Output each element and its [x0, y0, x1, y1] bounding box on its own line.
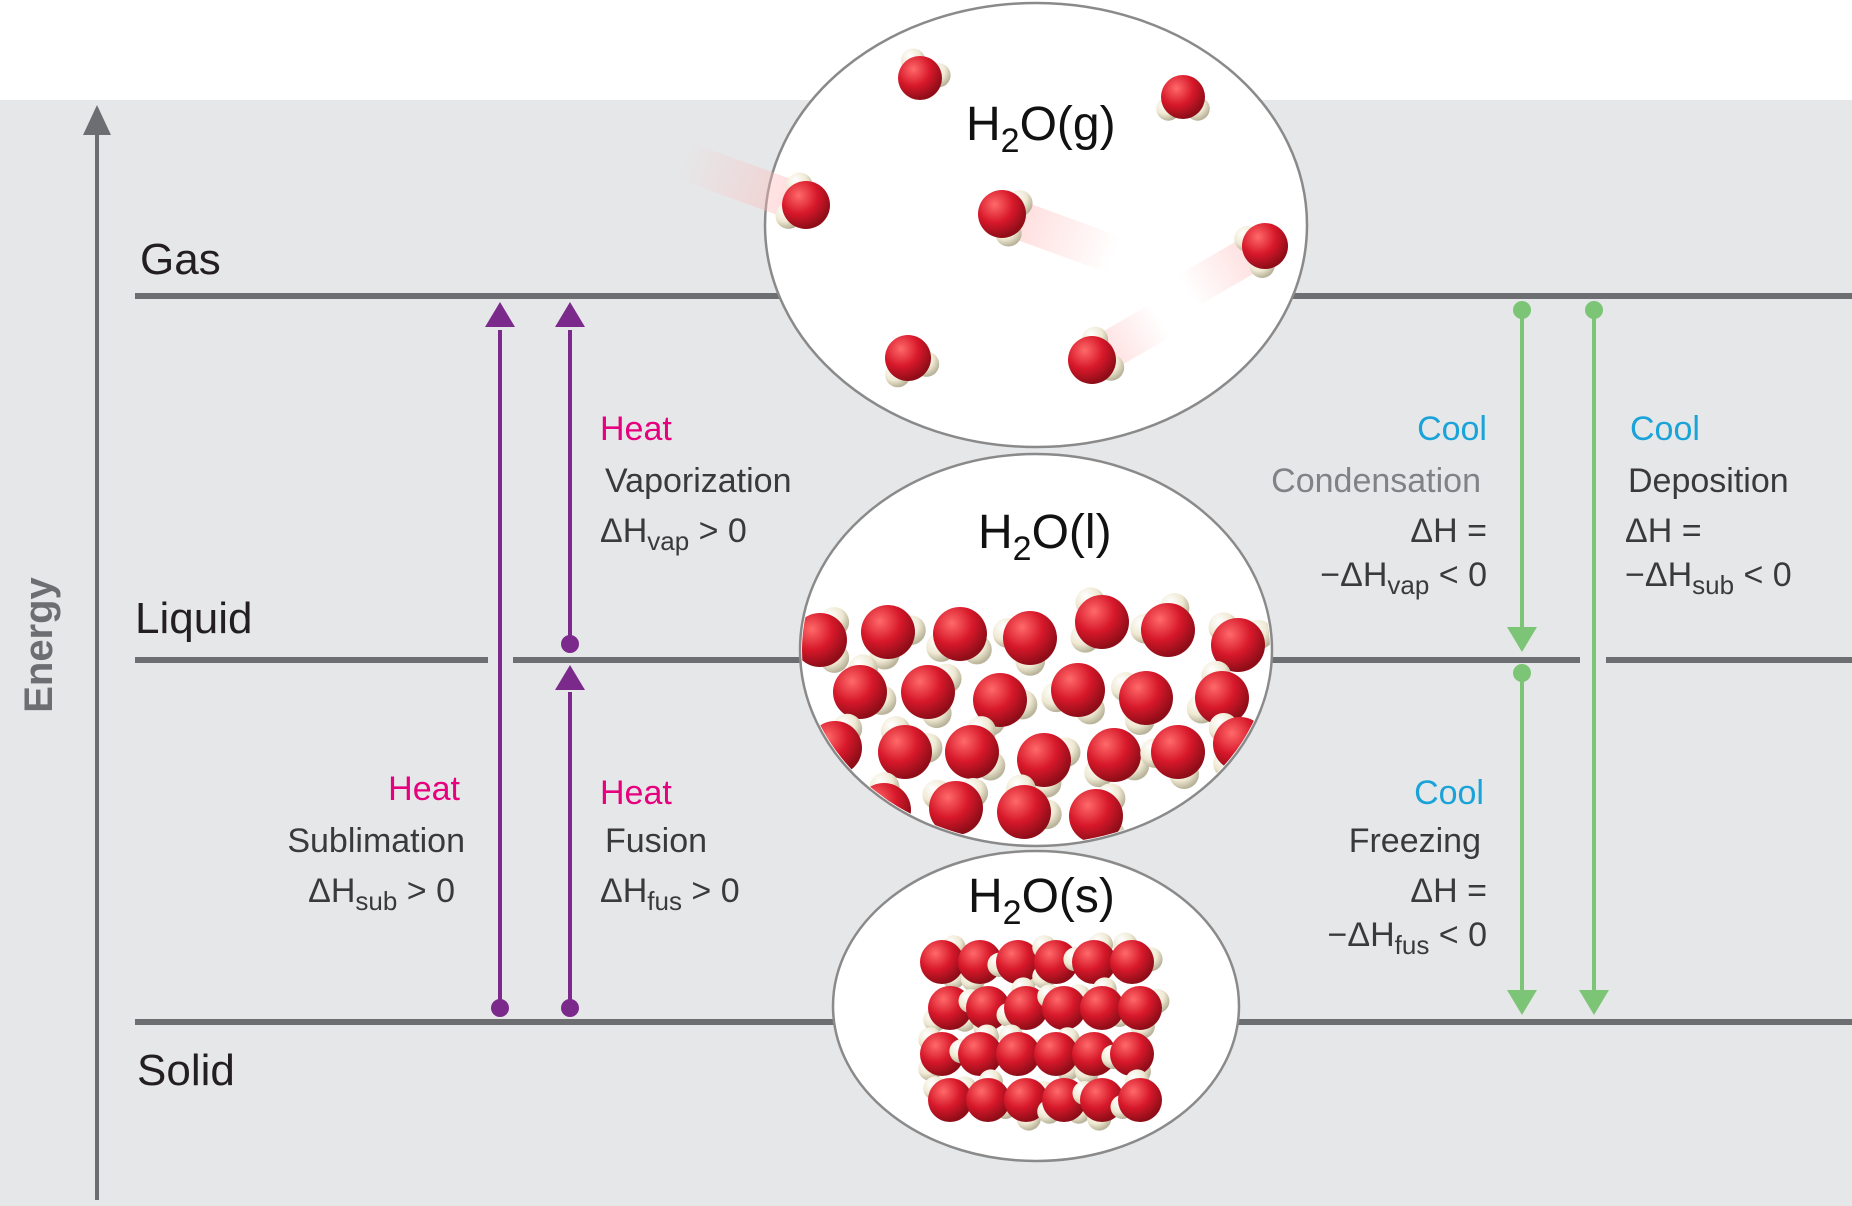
heat-arrows — [485, 302, 585, 1017]
water-molecule — [1037, 1078, 1091, 1124]
vaporization-action: Heat — [600, 410, 672, 448]
water-molecule — [1185, 660, 1249, 725]
water-molecule — [945, 716, 1007, 781]
water-molecule — [901, 663, 963, 729]
condensation-label: Cool Condensation ΔH = −ΔHvap < 0 — [1271, 410, 1487, 600]
fusion-name: Fusion — [605, 822, 707, 860]
energy-levels — [135, 293, 1852, 1025]
water-molecule — [1037, 984, 1091, 1030]
solid-phase-label: H2O(s) — [968, 870, 1115, 932]
fusion-action: Heat — [600, 774, 672, 812]
water-molecule — [1041, 663, 1105, 726]
sublimation-action: Heat — [388, 770, 460, 808]
water-molecule — [978, 190, 1122, 274]
water-molecule — [920, 935, 966, 989]
water-molecule — [1140, 725, 1205, 789]
energy-axis-arrowhead — [83, 105, 111, 135]
liquid-level-label: Liquid — [135, 594, 252, 643]
energy-axis-label: Energy — [17, 576, 61, 712]
deposition-enthalpy-line1: ΔH = — [1625, 512, 1702, 550]
freezing-enthalpy-line2: −ΔHfus < 0 — [1328, 916, 1487, 960]
deposition-label: Cool Deposition ΔH = −ΔHsub < 0 — [1625, 410, 1792, 600]
water-molecule — [1063, 932, 1116, 984]
vaporization-arrow — [555, 302, 585, 653]
water-molecule — [1109, 671, 1173, 735]
freezing-enthalpy-line1: ΔH = — [1410, 872, 1487, 910]
water-molecule — [802, 607, 850, 673]
water-molecule — [677, 142, 830, 229]
sublimation-name: Sublimation — [287, 822, 465, 860]
freezing-arrow — [1507, 664, 1537, 1015]
sublimation-arrow — [485, 302, 515, 1017]
water-molecule — [885, 335, 940, 388]
water-molecule — [1177, 223, 1288, 307]
water-molecule — [996, 977, 1048, 1030]
deposition-name: Deposition — [1628, 462, 1789, 500]
water-molecule — [1130, 593, 1195, 657]
water-molecule — [833, 654, 897, 719]
vaporization-enthalpy: ΔHvap > 0 — [600, 512, 747, 556]
freezing-name: Freezing — [1349, 822, 1481, 860]
gas-molecules — [677, 48, 1288, 388]
freezing-label: Cool Freezing ΔH = −ΔHfus < 0 — [1328, 774, 1487, 960]
fusion-enthalpy: ΔHfus > 0 — [600, 872, 740, 916]
deposition-enthalpy-line2: −ΔHsub < 0 — [1625, 556, 1792, 600]
condensation-name: Condensation — [1271, 462, 1481, 500]
freezing-action: Cool — [1414, 774, 1484, 812]
condensation-arrow — [1507, 301, 1537, 652]
water-molecule — [997, 774, 1062, 839]
deposition-action: Cool — [1630, 410, 1700, 448]
liquid-phase-label: H2O(l) — [978, 506, 1112, 568]
gas-level-label: Gas — [140, 235, 221, 284]
water-molecule — [898, 48, 951, 100]
water-molecule — [1034, 1027, 1080, 1081]
vaporization-name: Vaporization — [605, 462, 792, 500]
water-molecule — [1069, 587, 1129, 653]
gas-phase-circle: H2O(g) — [677, 1, 1309, 449]
cool-arrows — [1507, 301, 1609, 1015]
water-molecule — [926, 607, 992, 666]
condensation-action: Cool — [1417, 410, 1487, 448]
water-molecule — [1110, 932, 1163, 984]
water-molecule — [992, 611, 1057, 676]
water-molecule — [1156, 75, 1210, 121]
water-molecule — [878, 715, 943, 779]
solid-level-label: Solid — [137, 1046, 235, 1095]
water-molecule — [1084, 728, 1150, 789]
condensation-enthalpy-line1: ΔH = — [1410, 512, 1487, 550]
solid-molecules — [918, 932, 1170, 1131]
water-molecule — [1208, 611, 1270, 672]
gas-phase-label: H2O(g) — [966, 98, 1116, 160]
fusion-arrow — [555, 665, 585, 1017]
sublimation-enthalpy: ΔHsub > 0 — [308, 872, 455, 916]
water-molecule — [1118, 986, 1170, 1039]
fusion-label: Heat Fusion ΔHfus > 0 — [600, 774, 740, 916]
sublimation-label: Heat Sublimation ΔHsub > 0 — [287, 770, 465, 916]
energy-axis: Energy — [17, 105, 111, 1200]
solid-phase-circle: H2O(s) — [831, 849, 1241, 1163]
water-molecule — [1068, 303, 1171, 384]
condensation-enthalpy-line2: −ΔHvap < 0 — [1320, 556, 1487, 600]
water-molecule — [861, 605, 926, 670]
water-molecule — [1110, 1069, 1162, 1122]
deposition-arrow — [1579, 301, 1609, 1015]
water-molecule — [922, 776, 989, 835]
vaporization-label: Heat Vaporization ΔHvap > 0 — [600, 410, 792, 556]
water-molecule — [1069, 783, 1127, 844]
water-molecule — [949, 1024, 1002, 1076]
water-molecule — [1080, 977, 1132, 1030]
